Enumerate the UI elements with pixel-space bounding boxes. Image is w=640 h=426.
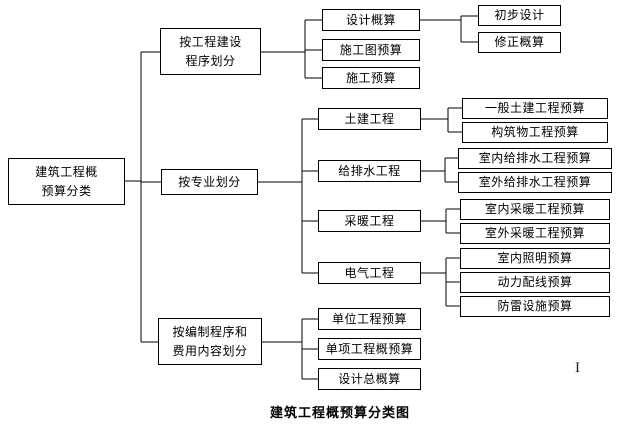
node-by-specialty: 按专业划分 bbox=[161, 169, 258, 195]
node-by-compilation-procedure: 按编制程序和 费用内容划分 bbox=[158, 318, 262, 365]
node-general-civil-budget: 一般土建工程预算 bbox=[462, 98, 608, 119]
node-electrical-engineering: 电气工程 bbox=[318, 262, 421, 284]
node-revised-estimate: 修正概算 bbox=[478, 32, 561, 53]
text-cursor: I bbox=[575, 360, 580, 376]
node-indoor-heating-budget: 室内采暖工程预算 bbox=[460, 199, 610, 220]
node-construction-budget: 施工预算 bbox=[322, 67, 420, 89]
node-lightning-protection-budget: 防雷设施预算 bbox=[460, 296, 610, 317]
node-unit-project-budget: 单位工程预算 bbox=[318, 308, 421, 330]
node-structures-budget: 构筑物工程预算 bbox=[462, 122, 608, 143]
node-design-estimate: 设计概算 bbox=[322, 9, 420, 31]
node-by-construction-procedure: 按工程建设 程序划分 bbox=[160, 28, 261, 75]
node-indoor-plumbing-budget: 室内给排水工程预算 bbox=[458, 148, 612, 169]
node-civil-engineering: 土建工程 bbox=[318, 108, 421, 130]
node-outdoor-plumbing-budget: 室外给排水工程预算 bbox=[458, 172, 612, 193]
node-heating-engineering: 采暖工程 bbox=[318, 210, 421, 232]
node-single-project-estimate: 单项工程概预算 bbox=[318, 338, 421, 360]
node-water-supply-drainage: 给排水工程 bbox=[318, 160, 421, 182]
node-power-wiring-budget: 动力配线预算 bbox=[460, 272, 610, 293]
node-root: 建筑工程概 预算分类 bbox=[8, 158, 125, 205]
node-outdoor-heating-budget: 室外采暖工程预算 bbox=[460, 223, 610, 244]
node-indoor-lighting-budget: 室内照明预算 bbox=[460, 248, 610, 269]
node-design-total-estimate: 设计总概算 bbox=[318, 368, 421, 390]
node-construction-drawing-budget: 施工图预算 bbox=[322, 39, 420, 61]
node-preliminary-design: 初步设计 bbox=[478, 5, 561, 26]
diagram-caption: 建筑工程概预算分类图 bbox=[269, 406, 410, 421]
